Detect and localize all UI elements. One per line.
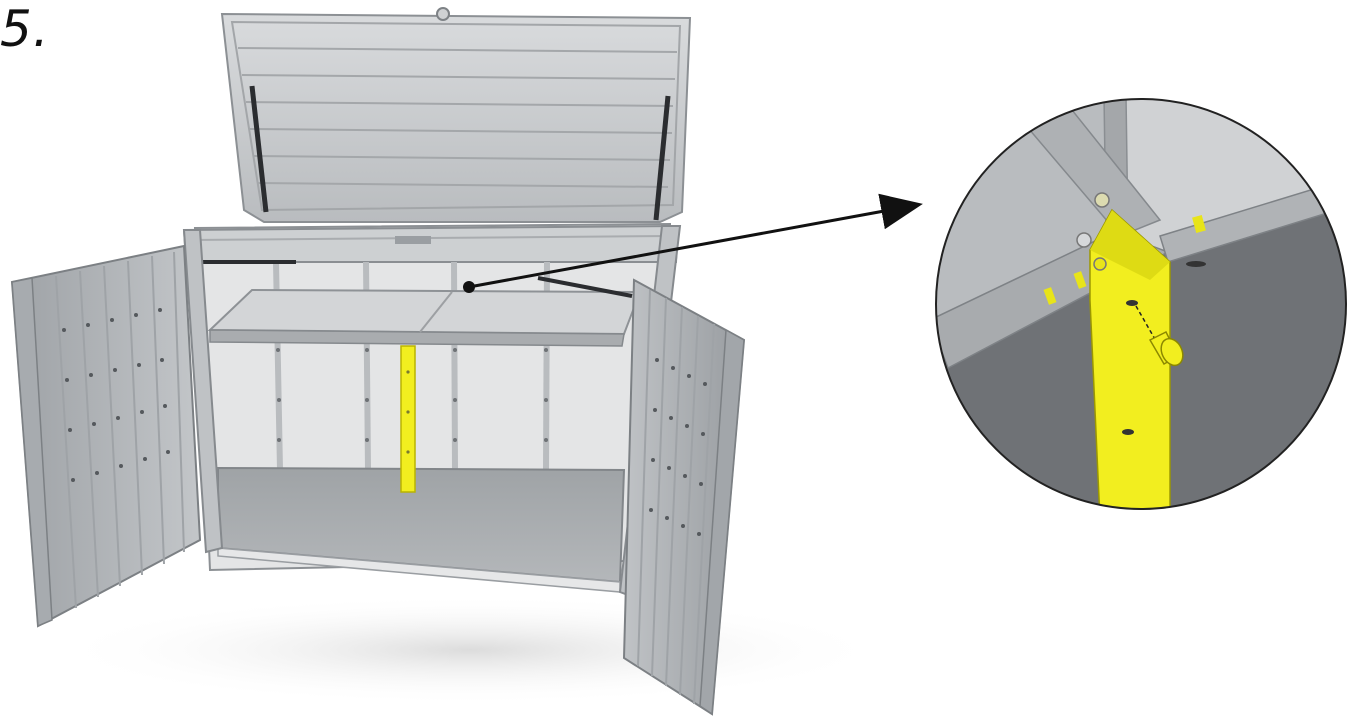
left-door — [10, 244, 202, 628]
floor-shadow — [50, 595, 890, 705]
step-number: 5. — [0, 0, 50, 58]
right-door — [622, 278, 746, 716]
callout-arrow — [463, 193, 923, 293]
detail-magnifier — [935, 98, 1347, 510]
cabinet-body — [182, 222, 682, 600]
highlighted-strip — [400, 345, 416, 493]
open-lid — [220, 7, 692, 223]
